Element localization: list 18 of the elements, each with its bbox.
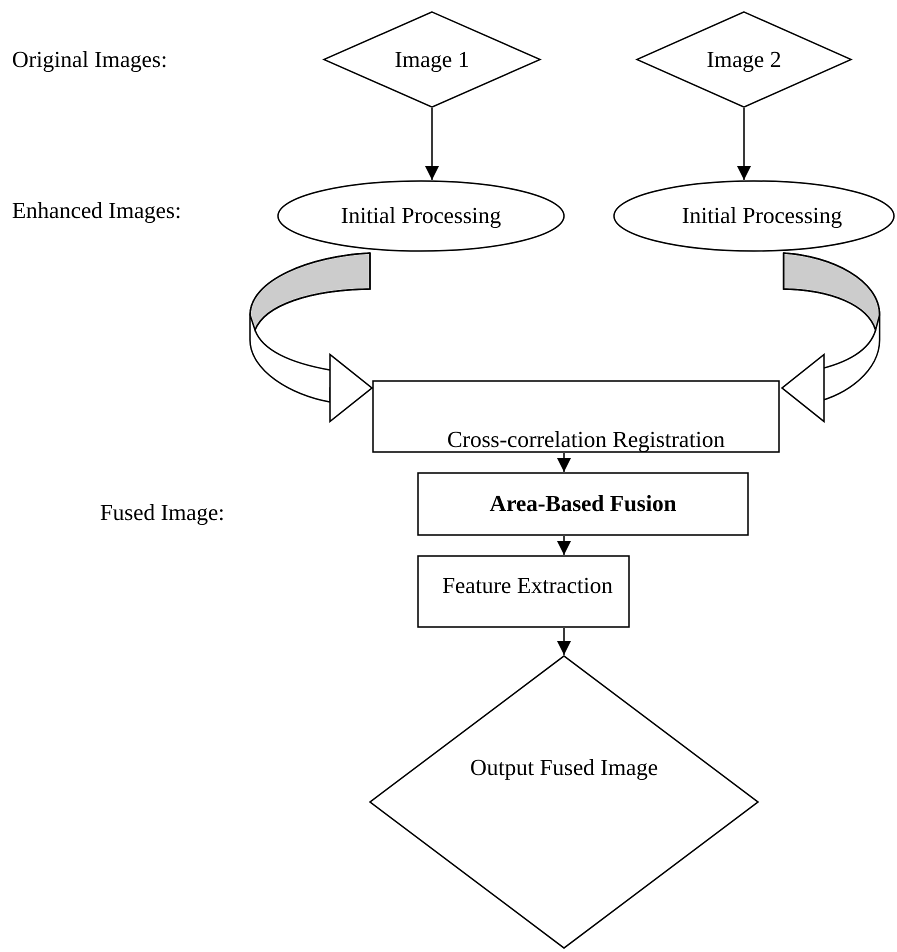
- node-label: Cross-correlation Registration: [447, 427, 725, 453]
- arrow: [557, 536, 571, 555]
- node-label: Initial Processing: [682, 203, 842, 229]
- arrow: [557, 453, 571, 472]
- curved-block-arrow: [781, 252, 880, 422]
- node-label: Image 2: [706, 46, 782, 72]
- node-label: Feature Extraction: [442, 572, 613, 598]
- arrow: [737, 108, 751, 180]
- arrow: [425, 108, 439, 180]
- node-label: Output Fused Image: [470, 755, 658, 781]
- row-label: Fused Image:: [100, 500, 225, 526]
- row-label: Enhanced Images:: [12, 198, 182, 224]
- node-label: Area-Based Fusion: [490, 491, 676, 517]
- node-label: Initial Processing: [340, 203, 502, 229]
- curved-block-arrow: [249, 252, 373, 422]
- node-label: Image 1: [394, 46, 470, 72]
- arrow: [557, 628, 571, 655]
- row-label: Original Images:: [12, 47, 168, 73]
